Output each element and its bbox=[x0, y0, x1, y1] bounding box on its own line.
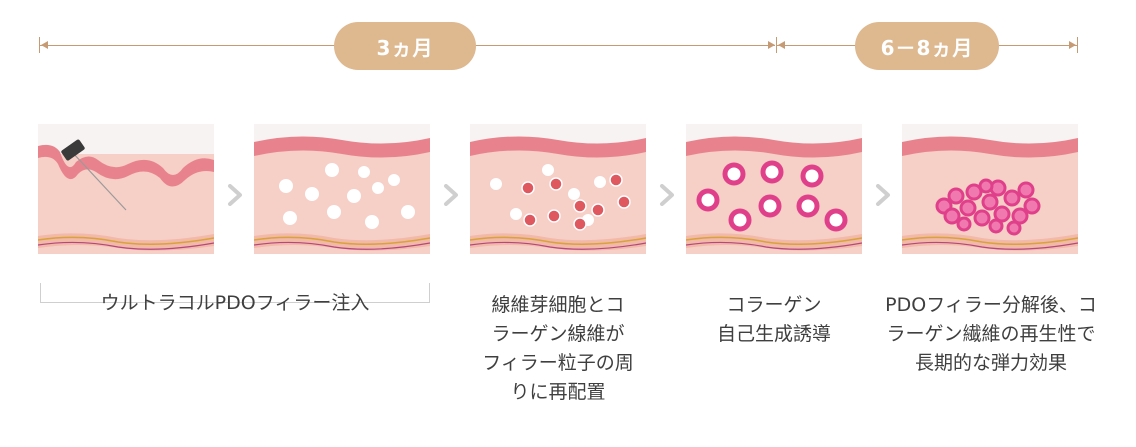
filler-particles bbox=[279, 163, 415, 229]
timeline-arrow-right-icon bbox=[768, 41, 775, 49]
step-4-caption: コラーゲン 自己生成誘導 bbox=[674, 291, 874, 349]
timeline-tick-end bbox=[1077, 37, 1078, 53]
caption-line: コラーゲン bbox=[726, 294, 822, 316]
step-1-2-caption: ウルトラコルPDOフィラー注入 bbox=[100, 292, 370, 314]
timeline-arrow-right-icon bbox=[1069, 41, 1076, 49]
caption-line: フィラー粒子の周 bbox=[482, 352, 634, 374]
step-5-panel bbox=[902, 124, 1078, 254]
step-3-skin-illustration bbox=[470, 124, 646, 254]
step-3-caption: 線維芽細胞とコ ラーゲン線維が フィラー粒子の周 りに再配置 bbox=[458, 291, 658, 407]
timeline-tick-start bbox=[39, 37, 40, 53]
caption-line: ラーゲン線維が bbox=[491, 323, 625, 345]
phase1-badge: 3ヵ月 bbox=[334, 22, 476, 70]
caption-line: りに再配置 bbox=[510, 381, 606, 403]
cannula-icon bbox=[61, 139, 85, 161]
caption-bracket bbox=[40, 283, 430, 303]
step-4-panel bbox=[686, 124, 862, 254]
collagen-rings bbox=[696, 160, 848, 232]
step-5-caption: PDOフィラー分解後、コ ラーゲン繊維の再生性で 長期的な弾力効果 bbox=[868, 291, 1114, 378]
fibroblast-cells bbox=[521, 173, 631, 231]
step-3-panel bbox=[470, 124, 646, 254]
collagen-cluster bbox=[935, 178, 1041, 236]
step-4-skin-illustration bbox=[686, 124, 862, 254]
timeline-arrow-left-icon bbox=[41, 41, 48, 49]
caption-line: 線維芽細胞とコ bbox=[491, 294, 625, 316]
phase2-badge: 6－8ヵ月 bbox=[855, 22, 999, 70]
timeline-arrow-left-icon bbox=[778, 41, 785, 49]
caption-line: 長期的な弾力効果 bbox=[914, 352, 1067, 374]
chevron-right-icon bbox=[876, 184, 890, 206]
caption-line: ラーゲン繊維の再生性で bbox=[886, 323, 1096, 345]
step-1-panel bbox=[38, 124, 214, 254]
caption-line: 自己生成誘導 bbox=[716, 323, 831, 345]
chevron-right-icon bbox=[444, 184, 458, 206]
step-5-skin-illustration bbox=[902, 124, 1078, 254]
chevron-right-icon bbox=[660, 184, 674, 206]
chevron-right-icon bbox=[228, 184, 242, 206]
step-2-panel bbox=[254, 124, 430, 254]
caption-line: PDOフィラー分解後、コ bbox=[885, 294, 1097, 316]
timeline-tick-middle bbox=[776, 37, 777, 53]
step-1-skin-illustration bbox=[38, 124, 214, 254]
step-2-skin-illustration bbox=[254, 124, 430, 254]
